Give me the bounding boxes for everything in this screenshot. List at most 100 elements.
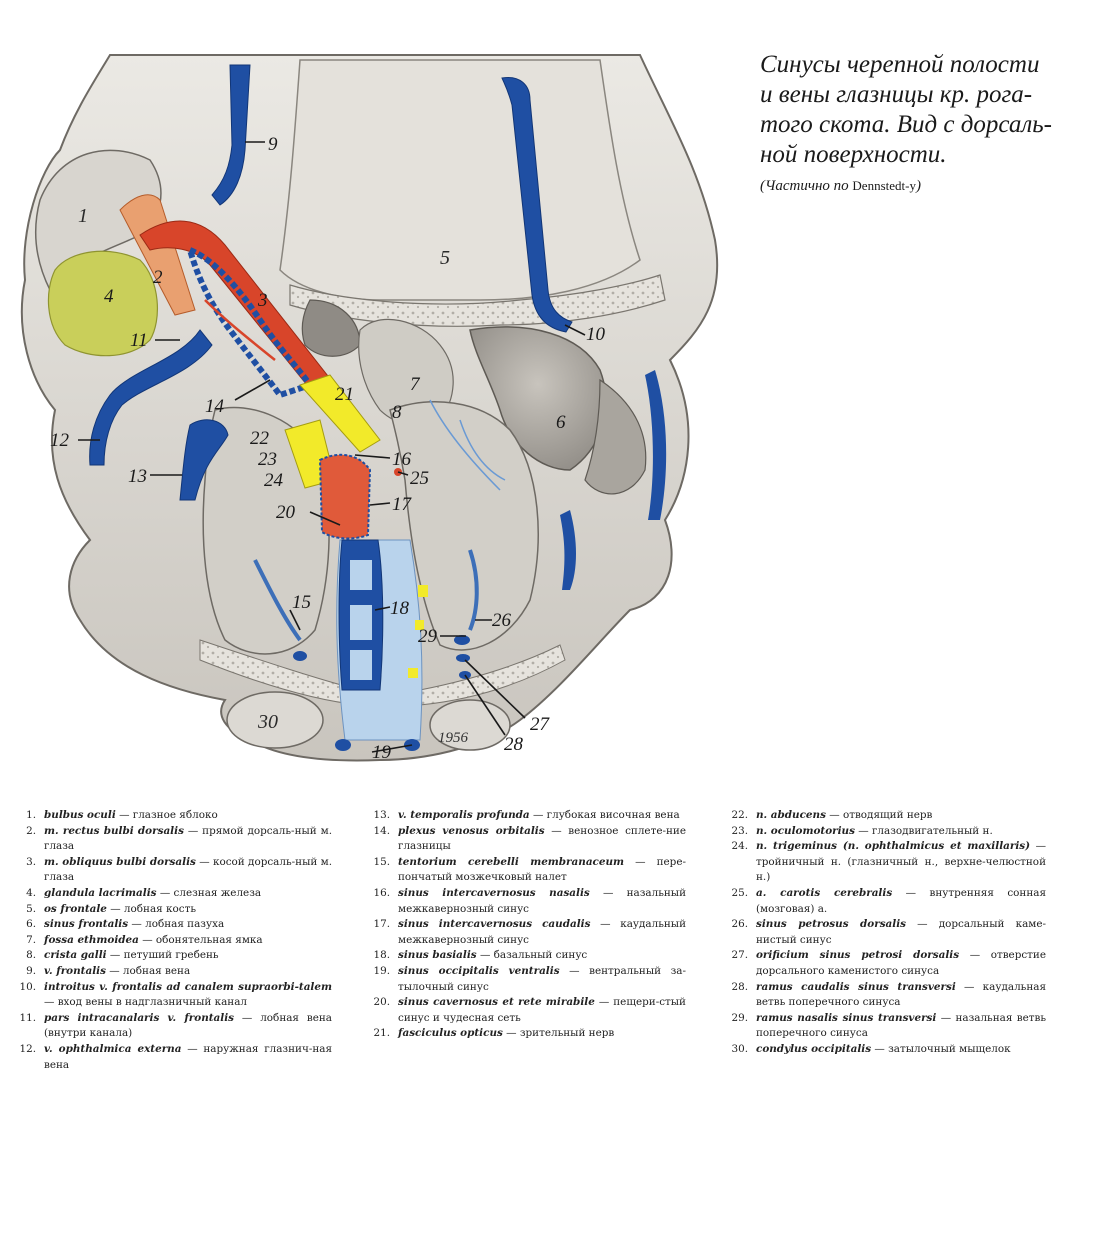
legend-text: orificium sinus petrosi dorsalis — отвер…	[756, 948, 1046, 979]
figure-subtitle: (Частично по Dennstedt-y)	[760, 178, 921, 194]
label-28: 28	[504, 734, 524, 755]
legend-text: fossa ethmoidea — обонятельная ямка	[44, 933, 332, 949]
legend-russian-term: — каудальный межкавернозный синус	[398, 918, 686, 946]
legend-item: 17.sinus intercavernosus caudalis — кауд…	[368, 917, 686, 948]
label-14: 14	[205, 396, 225, 417]
legend-number: 30.	[731, 1042, 748, 1055]
frontal-sinus-cavity	[301, 299, 361, 357]
legend-text: introitus v. frontalis ad canalem suprao…	[44, 980, 332, 1011]
legend-text: m. rectus bulbi dorsalis — прямой дорсал…	[44, 824, 332, 855]
legend-number: 18.	[373, 949, 390, 962]
label-13: 13	[128, 466, 147, 487]
legend-russian-term: — пещери-стый синус и чудесная сеть	[398, 996, 686, 1024]
legend-number: 29.	[731, 1011, 748, 1024]
legend-latin-term: bulbus oculi	[44, 809, 116, 821]
nerve-mark	[415, 620, 424, 630]
legend-latin-term: a. carotis cerebralis	[756, 886, 893, 899]
legend-text: sinus occipitalis ventralis — вентральны…	[398, 964, 686, 995]
legend-text: v. temporalis profunda — глубокая височн…	[398, 808, 686, 824]
legend-latin-term: sinus petrosus dorsalis	[756, 918, 907, 931]
legend-latin-term: sinus occipitalis ventralis	[398, 964, 560, 977]
legend-latin-term: ramus caudalis sinus transversi	[756, 980, 956, 993]
label-7: 7	[410, 374, 421, 395]
legend-latin-term: condylus occipitalis	[756, 1042, 872, 1055]
legend-number: 19.	[373, 964, 390, 977]
legend-russian-term: — лобная вена	[105, 964, 191, 977]
legend-russian-term: — назальная ветвь поперечного синуса	[756, 1011, 1046, 1040]
legend-number: 20.	[373, 996, 390, 1009]
label-26: 26	[492, 610, 512, 631]
frontal-sinus-cavity	[584, 378, 647, 495]
nerve-mark	[418, 585, 428, 597]
legend-number: 24.	[731, 840, 748, 853]
legend-russian-term: — отверстие дорсального каменистого сину…	[756, 949, 1046, 977]
artist-signature: 1956	[438, 730, 469, 746]
label-17: 17	[392, 494, 413, 515]
label-6: 6	[556, 412, 566, 433]
legend-item: 2.m. rectus bulbi dorsalis — прямой дорс…	[14, 824, 332, 855]
lateral-vein-right	[645, 370, 667, 520]
legend-column-2: 13.v. temporalis profunda — глубокая вис…	[368, 808, 686, 1042]
temporal-vein	[179, 419, 229, 501]
legend-text: os frontale — лобная кость	[44, 902, 332, 918]
legend-item: 7.fossa ethmoidea — обонятельная ямка	[14, 933, 332, 949]
legend-latin-term: v. frontalis	[44, 964, 106, 977]
vessel-branch	[253, 559, 302, 642]
vessel-branch	[468, 549, 479, 631]
legend-latin-term: n. oculomotorius	[756, 824, 855, 837]
legend-item: 1.bulbus oculi — глазное яблоко	[14, 808, 332, 824]
legend-latin-term: sinus intercavernosus caudalis	[398, 918, 591, 931]
legend-number: 26.	[731, 918, 748, 931]
legend-russian-term: — тройничный н. (глазничный н., верхне-ч…	[756, 840, 1046, 884]
rete-mirabile	[318, 453, 372, 540]
legend-item: 27.orificium sinus petrosi dorsalis — от…	[726, 948, 1046, 979]
legend-text: plexus venosus orbitalis — венозное спле…	[398, 824, 686, 855]
legend-latin-term: ramus nasalis sinus transversi	[756, 1011, 937, 1024]
legend-latin-term: fossa ethmoidea	[44, 933, 139, 946]
legend-item: 24.n. trigeminus (n. ophthalmicus et max…	[726, 839, 1046, 886]
legend-number: 23.	[731, 824, 748, 837]
legend-russian-term: — зрительный нерв	[502, 1027, 615, 1040]
legend-number: 11.	[19, 1011, 36, 1024]
legend-number: 3.	[26, 855, 36, 868]
legend-item: 5. os frontale — лобная кость	[14, 902, 332, 918]
legend-russian-term: — слезная железа	[156, 886, 262, 899]
legend-text: n. oculomotorius — глазодвигательный н.	[756, 824, 1046, 840]
legend-item: 25.a. carotis cerebralis — внутренняя со…	[726, 886, 1046, 917]
legend-russian-term: — базальный синус	[476, 949, 588, 962]
label-22: 22	[250, 428, 270, 449]
lateral-vein-right	[560, 510, 576, 590]
legend-latin-term: fasciculus opticus	[398, 1027, 503, 1040]
optic-nerve	[299, 374, 381, 453]
label-18: 18	[390, 598, 410, 619]
legend-number: 5.	[26, 902, 36, 915]
legend-text: condylus occipitalis — затылочный мыщело…	[756, 1042, 1046, 1058]
legend-russian-term: — лобная кость	[106, 902, 196, 915]
legend-russian-term: — затылочный мыщелок	[871, 1042, 1011, 1055]
legend-number: 14.	[373, 824, 390, 837]
legend-latin-term: m. obliquus bulbi dorsalis	[44, 855, 196, 868]
legend-item: 26. sinus petrosus dorsalis — дорсальный …	[726, 917, 1046, 948]
label-3: 3	[257, 290, 268, 311]
legend-russian-term: — вход вены в надглазничный канал	[44, 996, 247, 1009]
legend-item: 22.n. abducens — отводящий нерв	[726, 808, 1046, 824]
legend-russian-term: — дорсальный каме-нистый синус	[756, 918, 1046, 946]
label-27: 27	[530, 714, 551, 735]
legend-item: 29. ramus nasalis sinus transversi — наза…	[726, 1011, 1046, 1042]
legend-text: fasciculus opticus — зрительный нерв	[398, 1026, 686, 1042]
legend-russian-term: — наружная глазнич-ная вена	[44, 1042, 333, 1071]
legend-item: 13.v. temporalis profunda — глубокая вис…	[368, 808, 686, 824]
legend-russian-term: — лобная пазуха	[128, 918, 225, 931]
legend-latin-term: os frontale	[44, 902, 107, 915]
legend-item: 18.sinus basialis — базальный синус	[368, 948, 686, 964]
legend-russian-term: — отводящий нерв	[825, 809, 933, 821]
legend-russian-term: — венозное сплете-ние глазницы	[398, 824, 686, 853]
legend-latin-term: crista galli	[44, 949, 107, 962]
legend-text: glandula lacrimalis — слезная железа	[44, 886, 332, 902]
anatomical-illustration: 1 2 3 4 5 6 7 8 9 10 11 12 13 14 15 16 1…	[20, 54, 719, 763]
legend-number: 28.	[731, 980, 748, 993]
legend-russian-term: — глубокая височная вена	[529, 809, 680, 821]
legend-number: 12.	[19, 1042, 36, 1055]
legend-russian-term: — пере-пончатый мозжечковый налет	[398, 855, 686, 884]
legend-latin-term: n. abducens	[756, 809, 826, 821]
